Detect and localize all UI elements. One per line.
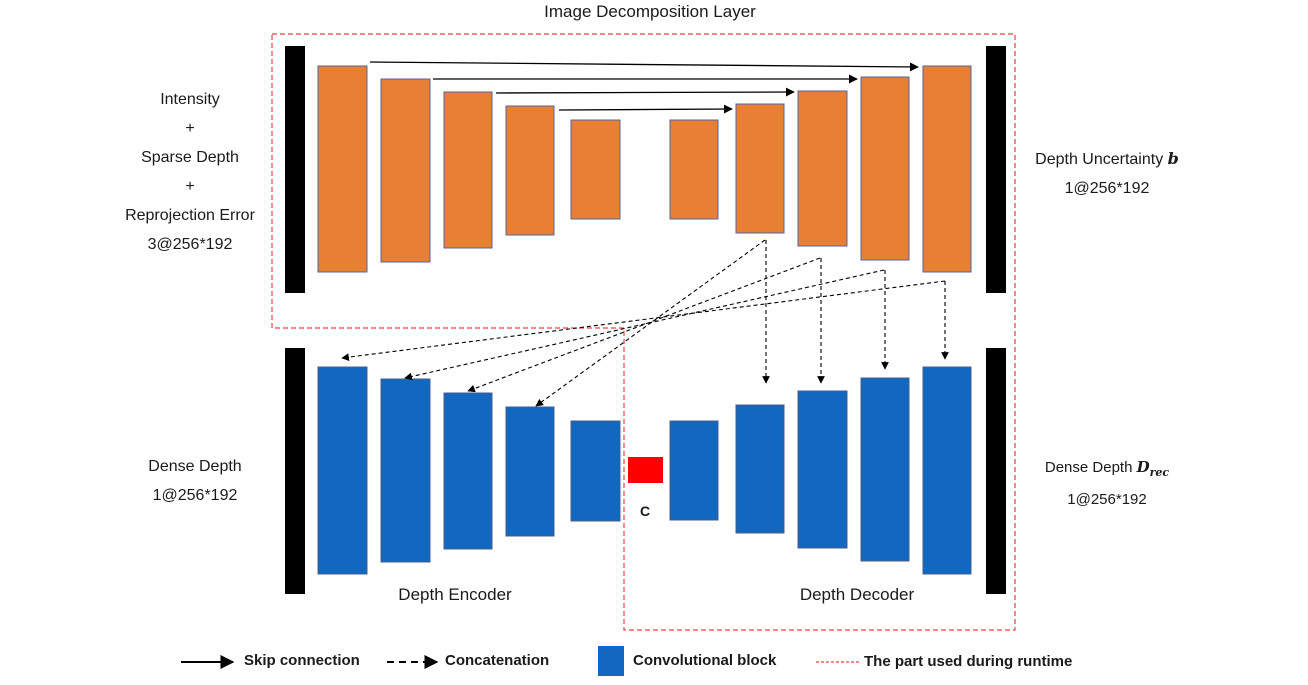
skip-arrow-4: [558, 104, 733, 114]
blue-block-enc-4: [505, 406, 555, 537]
output-top-size: 1@256*192: [1064, 180, 1150, 197]
legend-skip-label: Skip connection: [244, 652, 360, 669]
orange-block-dec-3: [797, 90, 848, 247]
input-top-plus1: +: [185, 120, 195, 137]
orange-block-dec-1: [669, 119, 719, 220]
legend-conv-label: Convolutional block: [633, 652, 777, 669]
output-bottom-symbol: D: [1136, 458, 1150, 476]
output-bottom-label: Dense Depth Drec 1@256*192: [1012, 454, 1202, 513]
input-bar-top: [285, 46, 305, 293]
input-top-line1: Intensity: [160, 91, 220, 108]
diagram-title: Image Decomposition Layer: [544, 2, 756, 21]
output-bar-top: [986, 46, 1006, 293]
input-bottom-label: Dense Depth 1@256*192: [105, 452, 285, 510]
concat-label: C: [639, 503, 651, 519]
skip-arrow-1: [369, 61, 919, 72]
output-bottom-subscript: rec: [1149, 466, 1170, 479]
output-bar-bottom: [986, 348, 1006, 594]
legend-runtime-label: The part used during runtime: [864, 653, 1073, 670]
orange-block-enc-4: [505, 105, 555, 236]
blue-block-enc-3: [443, 392, 493, 550]
input-top-label: Intensity + Sparse Depth + Reprojection …: [100, 85, 280, 259]
output-bottom-name: Dense Depth: [1044, 459, 1133, 476]
output-top-label: Depth Uncertainty b 1@256*192: [1012, 144, 1202, 203]
legend-conv-block-icon: [598, 646, 624, 676]
legend-concat-label: Concatenation: [445, 652, 550, 669]
input-top-line2: Sparse Depth: [141, 149, 239, 166]
input-bar-bottom: [285, 348, 305, 594]
output-top-symbol: b: [1167, 149, 1179, 168]
blue-block-dec-4: [860, 377, 910, 562]
output-bottom-size: 1@256*192: [1067, 491, 1147, 508]
blue-block-enc-2: [380, 378, 431, 563]
orange-block-dec-4: [860, 76, 910, 261]
runtime-region-outline: [271, 33, 1016, 631]
orange-block-enc-3: [443, 91, 493, 249]
skip-arrow-3: [495, 87, 795, 97]
encoder-label: Depth Encoder: [398, 585, 512, 604]
output-top-name: Depth Uncertainty: [1035, 151, 1164, 168]
concat-arrow-enc-1: [341, 280, 946, 361]
blue-block-enc-5: [570, 420, 621, 522]
orange-block-dec-2: [735, 103, 785, 234]
orange-block-enc-2: [380, 78, 431, 263]
input-top-line3: Reprojection Error: [125, 207, 255, 224]
blue-block-enc-1: [317, 366, 368, 575]
input-bottom-line1: Dense Depth: [148, 458, 242, 475]
blue-block-dec-2: [735, 404, 785, 534]
input-top-line4: 3@256*192: [147, 236, 233, 253]
output-bottom-name-row: Dense Depth Drec: [1012, 454, 1202, 486]
concat-block: [628, 457, 663, 483]
blue-block-dec-3: [797, 390, 848, 549]
input-bottom-line2: 1@256*192: [152, 487, 238, 504]
blue-block-dec-1: [669, 420, 719, 521]
output-top-name-row: Depth Uncertainty b: [1012, 144, 1202, 174]
blue-block-dec-5: [922, 366, 972, 575]
orange-block-enc-5: [570, 119, 621, 220]
orange-block-dec-5: [922, 65, 972, 273]
orange-block-enc-1: [317, 65, 368, 273]
concat-arrow-enc-2: [404, 269, 885, 381]
concat-arrow-enc-4: [535, 239, 766, 407]
decoder-label: Depth Decoder: [799, 585, 915, 604]
input-top-plus2: +: [185, 178, 195, 195]
